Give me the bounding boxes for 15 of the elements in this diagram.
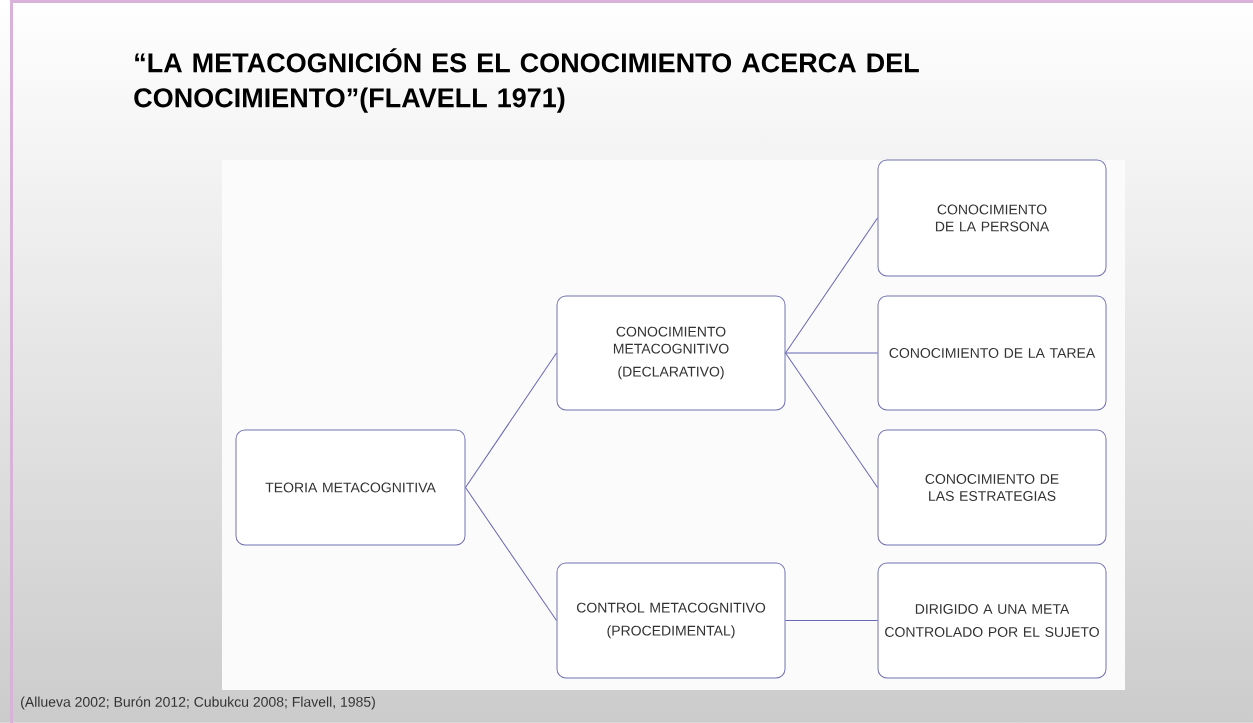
text-box: DIRIGIDO A UNA META CONTROLADO POR EL SUJETO bbox=[877, 562, 1107, 679]
text-box: CONTROL METACOGNITIVO (PROCEDIMENTAL) bbox=[556, 562, 786, 679]
connector-line bbox=[465, 487, 557, 621]
text-box: CONOCIMIENTO DE LA PERSONA bbox=[877, 159, 1107, 277]
text-box: TEORIA METACOGNITIVA bbox=[235, 429, 466, 546]
connector-line bbox=[785, 217, 878, 354]
connector-line bbox=[785, 620, 878, 621]
connector-line bbox=[785, 352, 878, 488]
text-box: CONOCIMIENTO DE LAS ESTRATEGIAS bbox=[877, 429, 1107, 546]
connector-line bbox=[465, 352, 557, 488]
connector-line bbox=[785, 352, 878, 354]
text-box: CONOCIMIENTO DE LA TAREA bbox=[877, 295, 1107, 411]
citation-note: (Allueva 2002; Burón 2012; Cubukcu 2008; Flavell, 1985) bbox=[21, 696, 375, 710]
slide-title: “LA METACOGNICIÓN ES EL CONOCIMIENTO ACERCA DEL CONOCIMIENTO”(FLAVELL 1971) bbox=[134, 48, 919, 113]
text-box: CONOCIMIENTO METACOGNITIVO (DECLARATIVO) bbox=[556, 295, 786, 411]
